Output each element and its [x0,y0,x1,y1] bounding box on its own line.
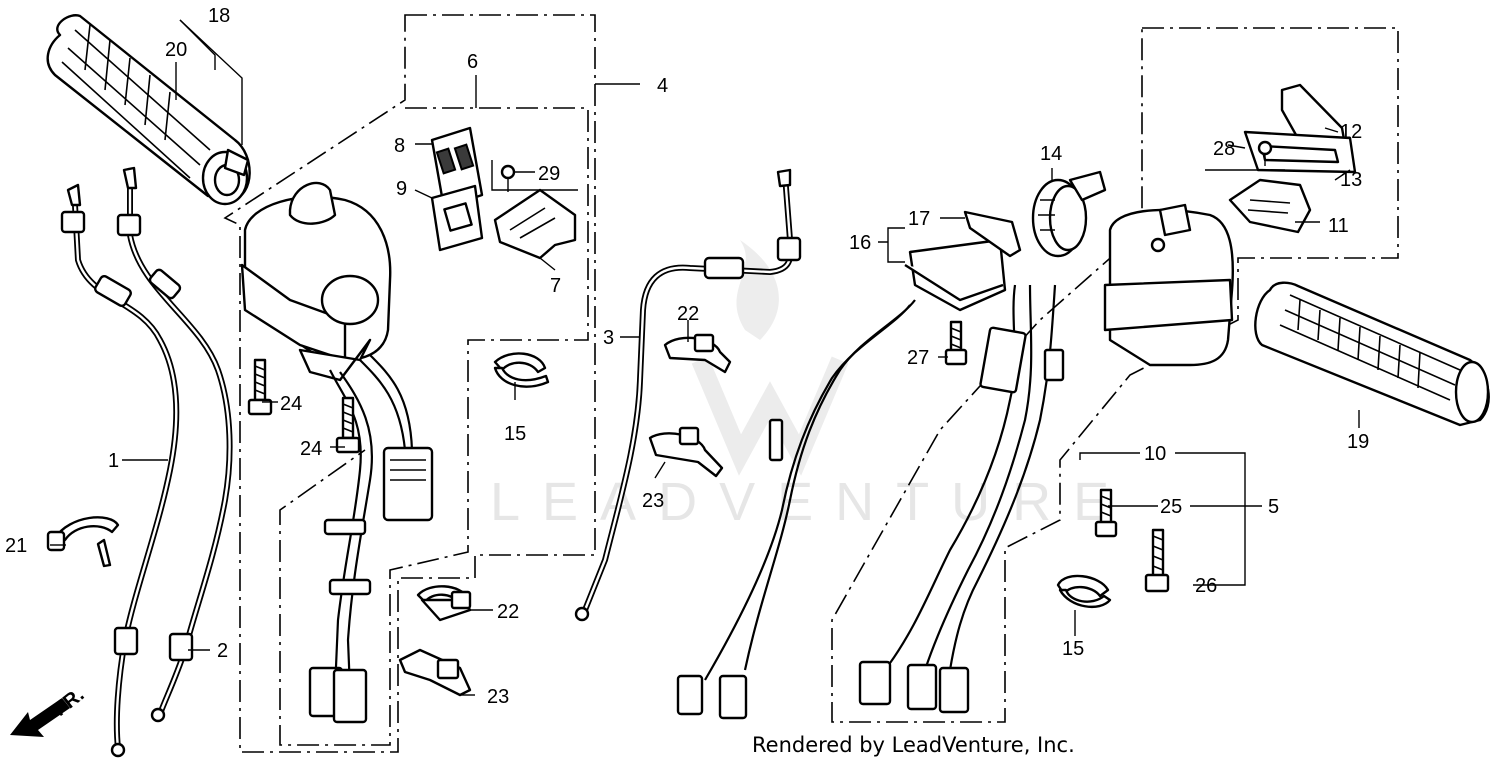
render-credit: Rendered by LeadVenture, Inc. [752,733,1075,757]
callout-5: 5 [1268,496,1279,518]
callout-23-left: 23 [487,686,509,708]
callout-21: 21 [5,535,27,557]
callout-1: 1 [108,450,119,472]
callout-18: 18 [208,5,230,27]
front-direction-arrow: FR. [10,684,88,737]
bolts-24 [247,358,361,454]
callout-15-left: 15 [504,423,526,445]
callout-24-upper: 24 [280,393,302,415]
callout-29: 29 [538,163,560,185]
callout-labels: 18 20 1 2 21 24 24 6 4 8 9 29 7 15 3 22 … [5,5,1369,708]
watermark: LEADVENTURE [490,240,1131,532]
callout-16: 16 [849,232,871,254]
callout-10: 10 [1144,443,1166,465]
right-grip [1254,281,1490,427]
callout-24-lower: 24 [300,438,322,460]
clamp-21 [46,516,120,568]
callout-27: 27 [907,347,929,369]
callout-14: 14 [1040,143,1062,165]
callout-2: 2 [217,640,228,662]
callout-22-left: 22 [497,601,519,623]
callout-26: 26 [1195,575,1217,597]
callout-28: 28 [1213,138,1235,160]
callout-12: 12 [1340,121,1362,143]
clamps-left [398,352,550,697]
watermark-text: LEADVENTURE [490,472,1131,532]
callout-13: 13 [1340,169,1362,191]
clamps-center [648,333,732,478]
callout-15-right: 15 [1062,638,1084,660]
callout-11: 11 [1328,215,1349,237]
right-switch-housing [1103,203,1234,367]
leader-lines [50,19,1360,696]
throttle-ring-14 [1031,170,1107,258]
callout-4: 4 [657,75,668,97]
switch-16-17 [904,210,1022,312]
outline-left-switch-inner [279,107,589,746]
callout-9: 9 [396,178,407,200]
left-grip [46,14,251,206]
left-harness [308,354,434,724]
callout-25: 25 [1160,496,1182,518]
callout-22-center: 22 [677,303,699,325]
bolts-right [944,320,1170,608]
right-switch-covers [1228,83,1357,234]
callout-19: 19 [1347,431,1369,453]
left-switch-housing [240,181,392,382]
group-outlines [223,14,1399,753]
switch-covers [430,126,577,260]
outline-left-switch-group [223,14,596,753]
callout-17: 17 [908,208,930,230]
callout-3: 3 [603,327,614,349]
callout-8: 8 [394,135,405,157]
callout-23-center: 23 [642,490,664,512]
cable-3 [574,168,802,622]
callout-7: 7 [550,275,561,297]
outline-right-switch-group [831,27,1399,723]
callout-6: 6 [467,51,478,73]
right-harness [676,284,1065,720]
callout-20: 20 [165,39,187,61]
throttle-cables [60,166,233,758]
